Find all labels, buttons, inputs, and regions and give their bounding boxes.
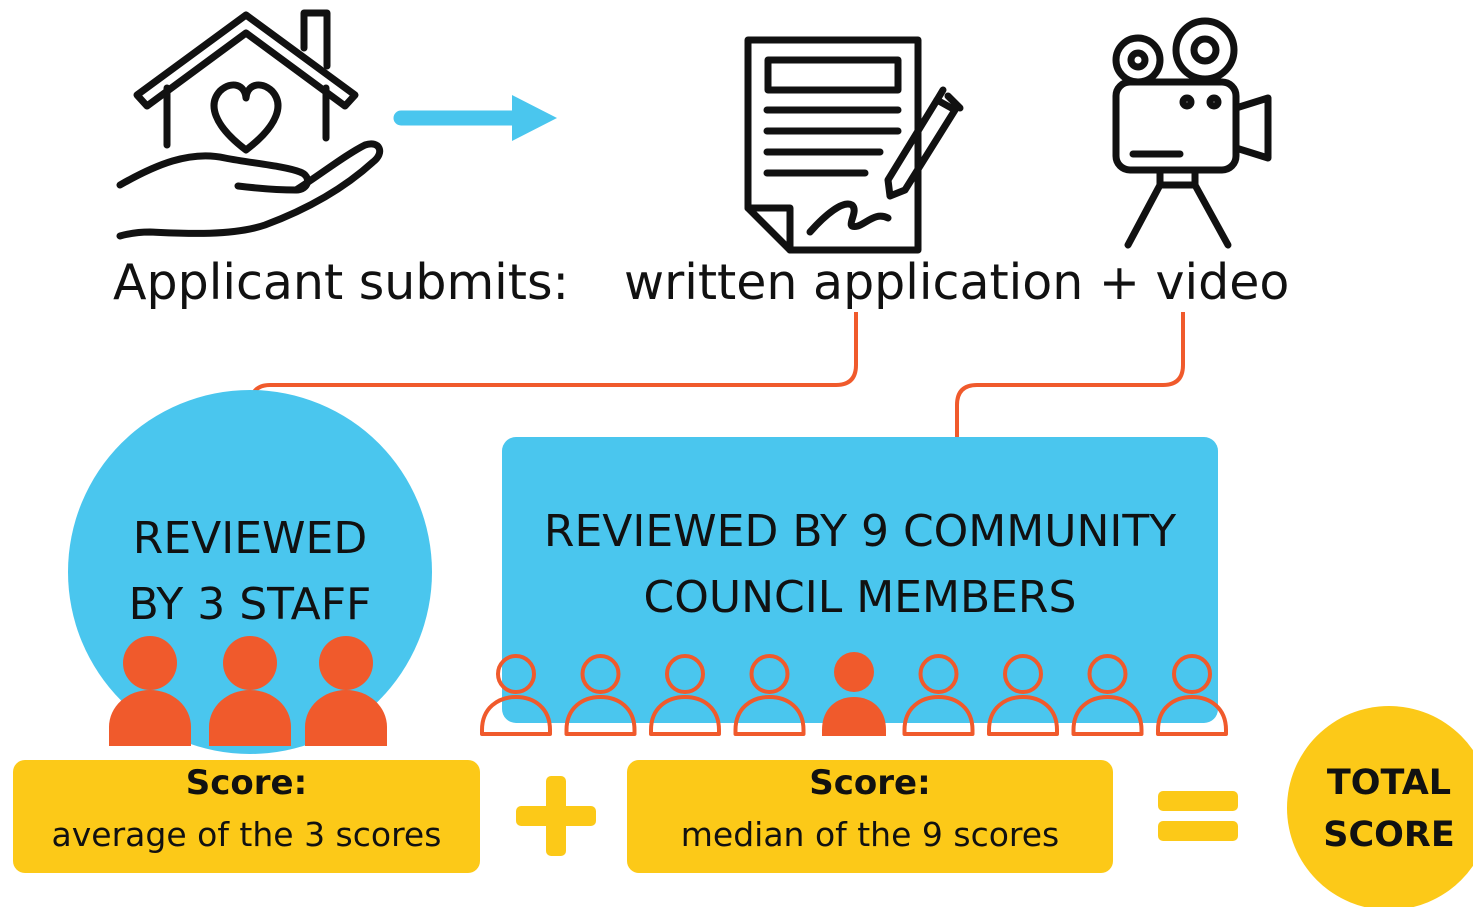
council-person-icon bbox=[1156, 654, 1228, 736]
staff-person-icon bbox=[209, 636, 291, 746]
movie-camera-icon bbox=[1112, 17, 1272, 249]
council-review-box bbox=[502, 437, 1218, 723]
council-person-icon bbox=[480, 654, 552, 736]
submission-label: written application + video bbox=[624, 254, 1290, 311]
council-review-line-1: REVIEWED BY 9 COMMUNITY bbox=[543, 506, 1177, 557]
staff-review-line-2: BY 3 STAFF bbox=[128, 579, 372, 630]
staff-person-icon bbox=[305, 636, 387, 746]
staff-score-box bbox=[13, 760, 480, 873]
total-score-line-2: SCORE bbox=[1323, 815, 1455, 855]
council-person-icon bbox=[649, 654, 721, 736]
plus-sign bbox=[516, 776, 596, 856]
signed-document-pen-icon bbox=[744, 36, 964, 254]
equals-sign bbox=[1158, 791, 1238, 841]
staff-review-line-1: REVIEWED bbox=[132, 513, 368, 564]
house-in-hand-heart-icon bbox=[116, 9, 384, 240]
staff-review-label: REVIEWED BY 3 STAFF bbox=[100, 506, 400, 638]
council-reviewers bbox=[480, 652, 1228, 736]
applicant-label: Applicant submits: bbox=[113, 254, 570, 311]
staff-score-description: average of the 3 scores bbox=[51, 815, 442, 854]
council-person-icon bbox=[733, 654, 806, 736]
right-arrow-icon bbox=[393, 95, 557, 141]
staff-score-text: Score: average of the 3 scores bbox=[13, 766, 480, 851]
council-person-highlight-icon bbox=[822, 652, 886, 736]
staff-reviewers bbox=[109, 636, 387, 746]
council-score-title: Score: bbox=[809, 763, 931, 803]
council-score-description: median of the 9 scores bbox=[680, 815, 1060, 854]
connector-lines bbox=[248, 312, 1185, 437]
council-person-icon bbox=[564, 654, 637, 736]
council-person-icon bbox=[1071, 654, 1144, 736]
council-person-icon bbox=[902, 654, 975, 736]
council-review-line-2: COUNCIL MEMBERS bbox=[643, 572, 1077, 623]
council-score-box bbox=[627, 760, 1113, 873]
council-score-text: Score: median of the 9 scores bbox=[627, 766, 1113, 851]
council-review-label: REVIEWED BY 9 COMMUNITY COUNCIL MEMBERS bbox=[502, 499, 1218, 631]
staff-person-icon bbox=[109, 636, 191, 746]
total-score-label: TOTAL SCORE bbox=[1289, 757, 1473, 861]
total-score-circle bbox=[1287, 706, 1473, 907]
total-score-line-1: TOTAL bbox=[1326, 763, 1452, 803]
staff-score-title: Score: bbox=[185, 763, 308, 803]
council-person-icon bbox=[987, 654, 1059, 736]
